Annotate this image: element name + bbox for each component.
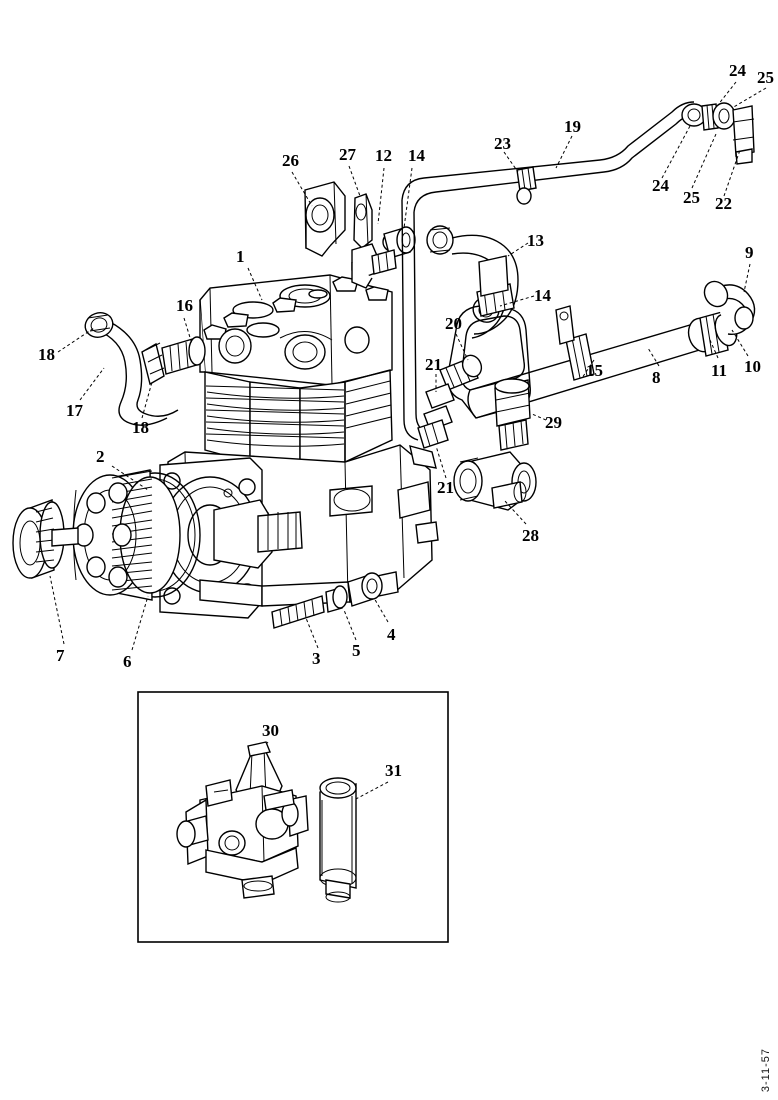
callout-14a: 14 [408, 146, 425, 165]
air-inlet-hose-group [84, 312, 206, 426]
callout-15: 15 [586, 361, 603, 380]
callout-4: 4 [387, 625, 396, 644]
callout-21a: 21 [425, 355, 442, 374]
compressor-assembly [159, 274, 439, 619]
callout-7: 7 [56, 646, 65, 665]
head-fittings-group [304, 181, 454, 289]
inset-filter-cartridge [319, 777, 357, 903]
callout-28: 28 [522, 526, 539, 545]
callout-18a: 18 [38, 345, 55, 364]
callout-26: 26 [282, 151, 299, 170]
callout-18b: 18 [132, 418, 149, 437]
detail-box-frame [137, 691, 449, 943]
callout-6: 6 [123, 652, 132, 671]
callout-16: 16 [176, 296, 193, 315]
callout-23: 23 [494, 134, 511, 153]
delivery-pipe-group [467, 280, 756, 419]
callout-12: 12 [375, 146, 392, 165]
callout-24b: 24 [652, 176, 669, 195]
callout-14b: 14 [534, 286, 551, 305]
stud-washer-nut-group [271, 572, 383, 629]
callout-17: 17 [66, 401, 83, 420]
callout-31: 31 [385, 761, 402, 780]
callout-2: 2 [96, 447, 105, 466]
sheet-code: 3-11-57 [760, 1047, 772, 1092]
callout-3: 3 [312, 649, 321, 668]
callout-30: 30 [262, 721, 279, 740]
callout-1: 1 [236, 247, 245, 266]
callout-9: 9 [745, 243, 754, 262]
inset-governor-valve [176, 741, 309, 899]
callout-13: 13 [527, 231, 544, 250]
upper-pipe-group [401, 101, 755, 441]
callout-21b: 21 [437, 478, 454, 497]
callout-11: 11 [711, 361, 728, 380]
callout-5: 5 [352, 641, 361, 660]
drive-gear-group [12, 469, 201, 601]
lower-pipe-group [417, 255, 531, 449]
callout-8: 8 [652, 368, 661, 387]
callout-27: 27 [339, 145, 356, 164]
tee-nipple-group [453, 378, 537, 511]
callout-29: 29 [545, 413, 562, 432]
callout-22: 22 [715, 194, 732, 213]
callout-10: 10 [744, 357, 761, 376]
callout-19: 19 [564, 117, 581, 136]
callout-25b: 25 [683, 188, 700, 207]
callout-25a: 25 [757, 68, 774, 87]
callout-20: 20 [445, 314, 462, 333]
callout-24a: 24 [729, 61, 746, 80]
